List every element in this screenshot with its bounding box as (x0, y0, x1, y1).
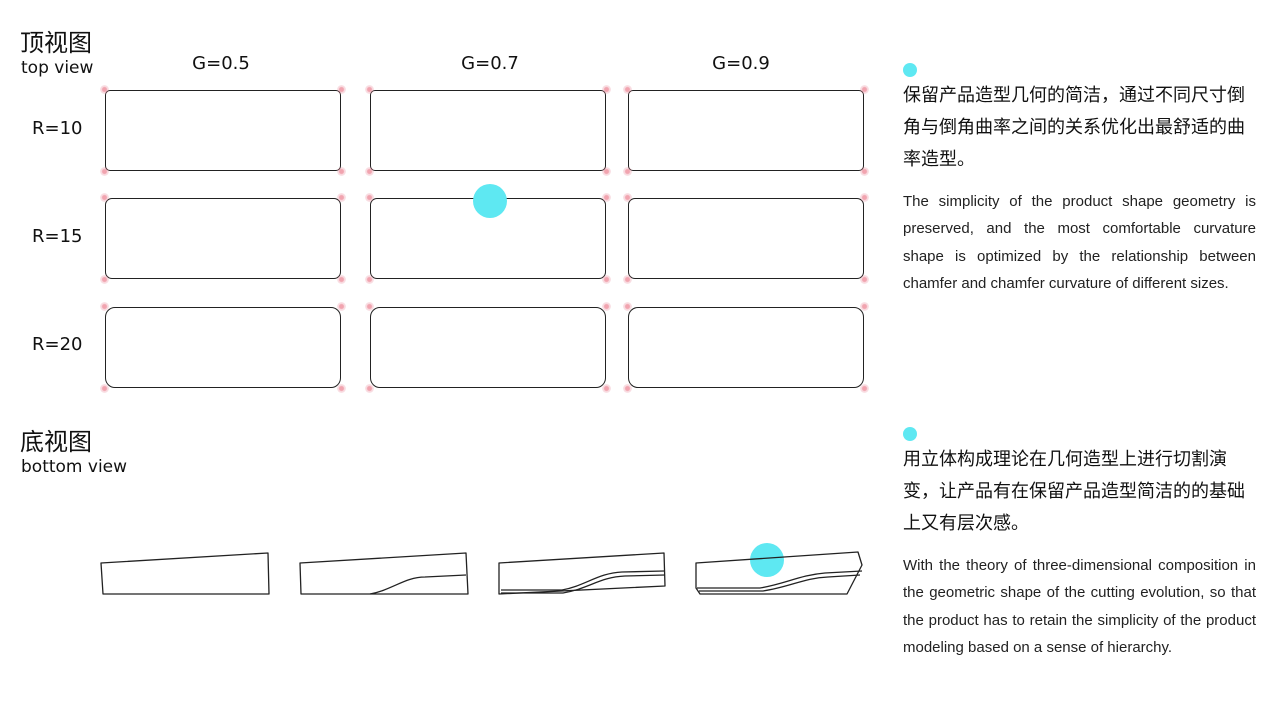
corner-mark (860, 302, 869, 311)
corner-mark (602, 384, 611, 393)
corner-mark (623, 167, 632, 176)
corner-mark (602, 193, 611, 202)
profile-2 (299, 552, 469, 595)
profile-3 (498, 552, 666, 595)
corner-mark (860, 85, 869, 94)
note-1-en: The simplicity of the product shape geom… (903, 193, 1256, 292)
profile-2-cut (369, 574, 467, 595)
column-label-g07: G=0.7 (461, 53, 519, 74)
column-label-g05: G=0.5 (192, 53, 250, 74)
corner-mark (623, 85, 632, 94)
corner-mark (623, 302, 632, 311)
highlight-dot-bottom (750, 543, 784, 577)
corner-mark (337, 275, 346, 284)
corner-mark (337, 85, 346, 94)
corner-mark (365, 275, 374, 284)
corner-mark (365, 193, 374, 202)
corner-mark (623, 384, 632, 393)
corner-mark (100, 275, 109, 284)
profile-4-cut-b (699, 574, 861, 592)
corner-mark (365, 384, 374, 393)
corner-mark (860, 275, 869, 284)
bottom-view-title-en: bottom view (21, 457, 128, 477)
tile-r10-g07 (370, 90, 606, 171)
profile-1 (100, 552, 270, 595)
corner-mark (860, 167, 869, 176)
corner-mark (860, 193, 869, 202)
tile-r15-g09 (628, 198, 864, 279)
corner-mark (100, 167, 109, 176)
corner-mark (623, 275, 632, 284)
tile-r10-g05 (105, 90, 341, 171)
corner-mark (860, 384, 869, 393)
corner-mark (337, 167, 346, 176)
corner-mark (602, 167, 611, 176)
corner-mark (365, 85, 374, 94)
corner-mark (100, 384, 109, 393)
corner-mark (337, 193, 346, 202)
corner-mark (602, 302, 611, 311)
tile-r10-g09 (628, 90, 864, 171)
top-view-title-cn: 顶视图 (20, 29, 92, 57)
corner-mark (100, 85, 109, 94)
corner-mark (365, 167, 374, 176)
tile-r20-g05 (105, 307, 341, 388)
profile-4 (695, 551, 863, 595)
bottom-view-profiles (100, 551, 863, 595)
corner-mark (100, 193, 109, 202)
tile-r15-g05 (105, 198, 341, 279)
column-label-g09: G=0.9 (712, 53, 770, 74)
corner-mark (602, 275, 611, 284)
profile-4-cut-a (697, 570, 863, 589)
bullet-dot-2 (903, 427, 917, 441)
corner-mark (337, 302, 346, 311)
profile-3-cut-b (501, 574, 666, 594)
corner-mark (337, 384, 346, 393)
note-1-cn: 保留产品造型几何的简洁，通过不同尺寸倒角与倒角曲率之间的关系优化出最舒适的曲率造… (903, 85, 1245, 170)
row-label-r15: R=15 (32, 226, 83, 247)
bottom-view-title-cn: 底视图 (20, 428, 92, 456)
highlight-dot-top (473, 184, 507, 218)
note-2-cn: 用立体构成理论在几何造型上进行切割演变，让产品有在保留产品造型简洁的的基础上又有… (903, 449, 1245, 534)
note-2-en: With the theory of three-dimensional com… (903, 557, 1256, 656)
corner-mark (602, 85, 611, 94)
top-view-title-en: top view (21, 58, 94, 78)
profile-3-cut-a (501, 570, 665, 591)
row-label-r10: R=10 (32, 118, 83, 139)
tile-r20-g07 (370, 307, 606, 388)
corner-mark (623, 193, 632, 202)
tile-r20-g09 (628, 307, 864, 388)
row-label-r20: R=20 (32, 334, 83, 355)
corner-mark (365, 302, 374, 311)
bullet-dot-1 (903, 63, 917, 77)
corner-mark (100, 302, 109, 311)
